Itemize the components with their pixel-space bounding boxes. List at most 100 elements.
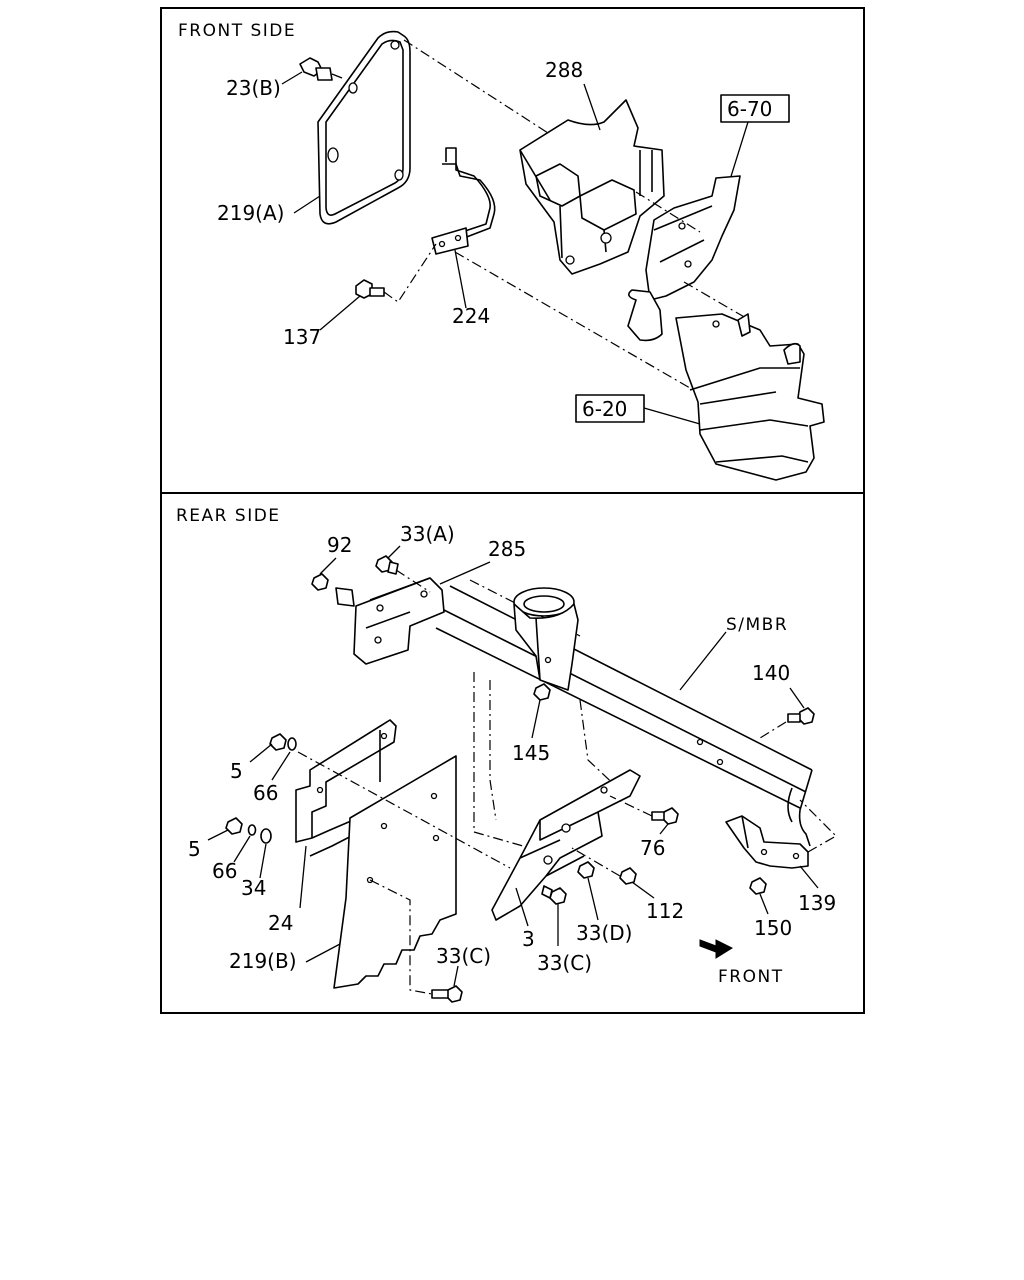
label-33a: 33(A) <box>400 522 455 546</box>
leader-3 <box>515 887 529 927</box>
front-arrow-icon <box>699 939 734 959</box>
assembly-line-112 <box>571 847 621 877</box>
label-5-bottom: 5 <box>188 837 201 861</box>
label-66-bottom: 66 <box>212 859 237 883</box>
leader-33d <box>587 877 599 921</box>
label-288: 288 <box>545 58 583 82</box>
assembly-line-5-66 <box>297 751 511 869</box>
leader-219b <box>305 943 341 963</box>
leader-112 <box>631 881 655 899</box>
part-23b-bolt <box>299 57 343 81</box>
part-33d-bolt <box>577 861 595 879</box>
part-tube-hanger <box>513 587 579 691</box>
label-front: FRONT <box>718 967 784 987</box>
leader-5-bottom <box>207 829 229 841</box>
part-92-nut <box>311 573 329 591</box>
part-33c-bolt-low <box>431 985 463 1003</box>
label-33d: 33(D) <box>576 921 632 945</box>
label-5-top: 5 <box>230 759 243 783</box>
label-24: 24 <box>268 911 293 935</box>
leader-6-20 <box>643 407 701 425</box>
leader-66-top <box>271 751 291 781</box>
leader-34 <box>259 843 267 879</box>
label-33c-mid: 33(C) <box>537 951 592 975</box>
assembly-line-center-left <box>473 672 531 849</box>
leader-150 <box>759 893 769 915</box>
part-139-bracket <box>725 815 809 869</box>
leader-288 <box>583 83 601 131</box>
part-24-bracket <box>295 719 403 857</box>
label-66-top: 66 <box>253 781 278 805</box>
label-224: 224 <box>452 304 490 328</box>
part-137-bolt <box>355 279 385 299</box>
label-smbr: S/MBR <box>726 615 788 635</box>
part-224-rod <box>431 147 496 255</box>
part-219a-plate <box>317 30 411 225</box>
leader-224 <box>454 249 467 309</box>
leader-66-bottom <box>233 835 251 863</box>
part-219b-mudflap <box>333 755 457 989</box>
leader-139 <box>799 865 819 889</box>
label-3: 3 <box>522 927 535 951</box>
label-219b: 219(B) <box>229 949 297 973</box>
assembly-line-288-670 <box>635 191 701 233</box>
part-112-bolt <box>619 867 637 885</box>
leader-92 <box>319 557 337 575</box>
label-33c-low: 33(C) <box>436 944 491 968</box>
leader-76 <box>659 823 669 835</box>
label-139: 139 <box>798 891 836 915</box>
label-145: 145 <box>512 741 550 765</box>
part-s-mbr-beam <box>435 579 813 847</box>
label-92: 92 <box>327 533 352 557</box>
rear-side-panel: REAR SIDE S/MBR 92 <box>160 492 865 1014</box>
leader-285 <box>439 561 491 585</box>
label-23b: 23(B) <box>226 76 281 100</box>
part-66-washer-bottom <box>247 824 257 836</box>
leader-219a <box>293 195 321 214</box>
leader-145 <box>531 699 541 739</box>
assembly-line-76 <box>609 795 653 817</box>
leader-23b <box>281 71 303 85</box>
label-34: 34 <box>241 876 266 900</box>
part-140-bolt <box>787 707 815 725</box>
part-33c-bolt-mid <box>541 885 567 905</box>
leader-140 <box>789 687 805 709</box>
assembly-line-139 <box>799 799 837 853</box>
leader-6-70 <box>727 121 749 187</box>
part-145-nut <box>533 683 551 701</box>
label-219a: 219(A) <box>217 201 284 225</box>
part-285-bracket <box>335 577 445 665</box>
label-6-20: 6-20 <box>582 397 627 421</box>
rear-side-header: REAR SIDE <box>176 506 281 526</box>
part-33a-bolt <box>375 555 399 575</box>
part-6-20-step <box>675 313 825 481</box>
rear-side-frame <box>160 492 865 1014</box>
label-76: 76 <box>640 836 665 860</box>
part-66-washer-top <box>287 737 297 751</box>
part-5-nut-bottom <box>225 817 243 835</box>
part-288-bracket <box>519 99 665 275</box>
assembly-line-33a <box>395 569 431 593</box>
assembly-line-137-224 <box>383 243 437 303</box>
leader-smbr <box>679 631 727 691</box>
part-6-70-frame <box>627 175 741 342</box>
assembly-line-219a-288 <box>403 39 563 143</box>
leader-24 <box>299 845 307 909</box>
part-76-bolt <box>651 807 679 825</box>
leader-33c-low <box>453 965 459 987</box>
assembly-line-670-620 <box>683 281 747 319</box>
front-side-panel: FRONT SIDE 23(B) <box>160 7 865 494</box>
assembly-line-140 <box>759 721 787 739</box>
part-5-nut-top <box>269 733 287 751</box>
assembly-line-224-620 <box>454 251 691 389</box>
leader-33a <box>387 545 401 559</box>
leader-5-top <box>249 743 273 763</box>
part-34-washer <box>260 828 272 844</box>
part-3-bracket <box>491 769 641 921</box>
ref-box-6-70 <box>720 94 790 123</box>
label-285: 285 <box>488 537 526 561</box>
assembly-line-center-left-2 <box>489 680 497 821</box>
part-150-nut <box>749 877 767 895</box>
front-side-header: FRONT SIDE <box>178 21 296 41</box>
